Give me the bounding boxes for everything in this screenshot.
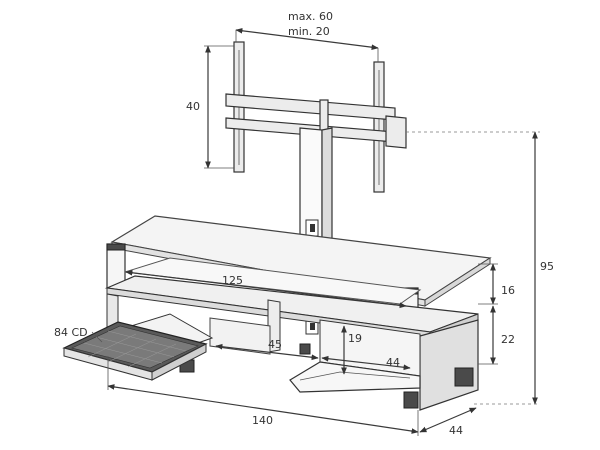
dim-line-top-width xyxy=(235,27,379,51)
dim-line-total-width xyxy=(107,384,419,434)
label-compartment-height: 19 xyxy=(348,332,362,345)
dim-line-compartment-width xyxy=(321,355,411,371)
label-top-width-min: min. 20 xyxy=(288,25,330,38)
foot-right-back xyxy=(454,367,474,387)
label-shelf-height: 16 xyxy=(501,284,515,297)
label-inner-width: 45 xyxy=(268,338,282,351)
label-bracket-height: 40 xyxy=(186,100,200,113)
tv-bracket xyxy=(225,41,407,193)
label-total-width: 140 xyxy=(252,414,273,427)
label-depth: 44 xyxy=(449,424,463,437)
dim-line-inner-width xyxy=(215,343,319,361)
cd-drawer xyxy=(62,313,214,381)
cd-leader xyxy=(91,331,103,343)
label-top-width-max: max. 60 xyxy=(288,10,333,23)
label-total-height: 95 xyxy=(540,260,554,273)
bracket-upper-arm xyxy=(225,93,396,121)
dim-line-upper-width xyxy=(125,269,407,309)
label-upper-width: 125 xyxy=(222,274,243,287)
dim-line-depth xyxy=(419,407,477,433)
label-cabinet-height: 22 xyxy=(501,333,515,346)
foot-right-front xyxy=(403,391,419,409)
label-cd-capacity: 84 CD xyxy=(54,326,88,339)
label-compartment-width: 44 xyxy=(386,356,400,369)
